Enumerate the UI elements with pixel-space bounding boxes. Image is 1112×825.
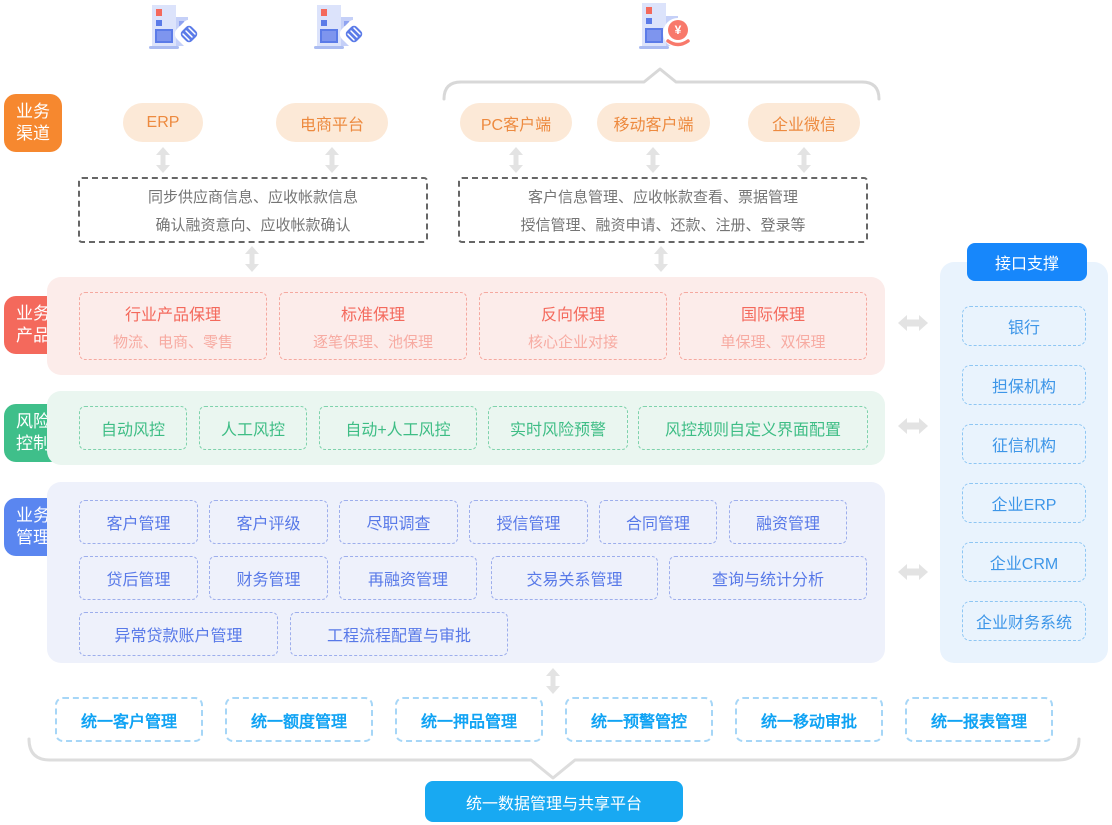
- channel-button-erp: ERP: [123, 103, 203, 142]
- sync-box-line: 确认融资意向、应收帐款确认: [155, 216, 351, 234]
- management-box: 异常贷款账户管理: [79, 612, 278, 656]
- unified-box-report: 统一报表管理: [905, 697, 1053, 742]
- risk-box: 实时风险预警: [488, 406, 628, 450]
- tag-business-channel: 业务渠道: [4, 94, 62, 152]
- product-box-international-factoring: 国际保理 单保理、双保理: [679, 292, 867, 360]
- risk-box: 自动+人工风控: [319, 406, 477, 450]
- product-title: 行业产品保理: [124, 306, 221, 324]
- management-box: 贷后管理: [79, 556, 198, 600]
- management-box: 合同管理: [599, 500, 717, 544]
- management-box: 财务管理: [209, 556, 328, 600]
- svg-text:¥: ¥: [675, 23, 682, 37]
- product-box-industry-factoring: 行业产品保理 物流、电商、零售: [79, 292, 267, 360]
- channel-button-mobile-client: 移动客户端: [597, 103, 710, 142]
- management-box: 再融资管理: [339, 556, 477, 600]
- management-box: 查询与统计分析: [669, 556, 867, 600]
- channel-button-ecommerce: 电商平台: [276, 103, 388, 142]
- brace-bottom: [27, 737, 1081, 780]
- leftright-arrow-icon: [898, 564, 928, 580]
- sync-box-customer: 客户信息管理、应收帐款查看、票据管理 授信管理、融资申请、还款、注册、登录等: [458, 177, 868, 243]
- interface-box-finance-system: 企业财务系统: [962, 601, 1086, 641]
- brace-top: [442, 67, 881, 101]
- interface-header: 接口支撑: [967, 243, 1087, 281]
- interface-box-bank: 银行: [962, 306, 1086, 346]
- updown-arrow-icon: [325, 147, 339, 173]
- updown-arrow-icon: [546, 668, 560, 694]
- channel-button-wechat-work: 企业微信: [748, 103, 860, 142]
- business-management-panel: [47, 482, 885, 663]
- unified-box-mobile-approval: 统一移动审批: [735, 697, 883, 742]
- management-box: 交易关系管理: [491, 556, 658, 600]
- updown-arrow-icon: [654, 246, 668, 272]
- unified-box-customer: 统一客户管理: [55, 697, 203, 742]
- sync-box-supplier: 同步供应商信息、应收帐款信息 确认融资意向、应收帐款确认: [78, 177, 428, 243]
- product-subtitle: 物流、电商、零售: [112, 333, 233, 351]
- management-box: 工程流程配置与审批: [290, 612, 508, 656]
- interface-box-crm: 企业CRM: [962, 542, 1086, 582]
- product-title: 标准保理: [340, 306, 405, 324]
- sync-box-line: 授信管理、融资申请、还款、注册、登录等: [520, 216, 806, 234]
- product-title: 国际保理: [740, 306, 805, 324]
- sync-box-line: 同步供应商信息、应收帐款信息: [147, 188, 358, 206]
- unified-box-quota: 统一额度管理: [225, 697, 373, 742]
- updown-arrow-icon: [509, 147, 523, 173]
- management-box: 尽职调查: [339, 500, 458, 544]
- leftright-arrow-icon: [898, 315, 928, 331]
- management-box: 客户管理: [79, 500, 198, 544]
- product-box-standard-factoring: 标准保理 逐笔保理、池保理: [279, 292, 467, 360]
- channel-button-pc-client: PC客户端: [460, 103, 572, 142]
- management-box: 授信管理: [469, 500, 588, 544]
- building-handshake-icon: [149, 5, 202, 49]
- risk-box: 自动风控: [79, 406, 187, 450]
- unified-box-collateral: 统一押品管理: [395, 697, 543, 742]
- unified-box-warning: 统一预警管控: [565, 697, 713, 742]
- interface-box-credit: 征信机构: [962, 424, 1086, 464]
- product-subtitle: 单保理、双保理: [720, 333, 826, 351]
- management-box: 融资管理: [729, 500, 847, 544]
- sync-box-line: 客户信息管理、应收帐款查看、票据管理: [527, 188, 798, 206]
- interface-box-erp: 企业ERP: [962, 483, 1086, 523]
- updown-arrow-icon: [797, 147, 811, 173]
- risk-box: 人工风控: [199, 406, 307, 450]
- interface-box-guarantee: 担保机构: [962, 365, 1086, 405]
- product-subtitle: 逐笔保理、池保理: [312, 333, 433, 351]
- risk-box: 风控规则自定义界面配置: [638, 406, 868, 450]
- building-handshake-icon: [314, 5, 367, 49]
- product-box-reverse-factoring: 反向保理 核心企业对接: [479, 292, 667, 360]
- updown-arrow-icon: [245, 246, 259, 272]
- building-finance-icon: ¥: [639, 3, 693, 49]
- product-title: 反向保理: [540, 306, 605, 324]
- updown-arrow-icon: [156, 147, 170, 173]
- platform-button: 统一数据管理与共享平台: [425, 781, 683, 822]
- leftright-arrow-icon: [898, 418, 928, 434]
- product-subtitle: 核心企业对接: [527, 333, 618, 351]
- updown-arrow-icon: [646, 147, 660, 173]
- management-box: 客户评级: [209, 500, 328, 544]
